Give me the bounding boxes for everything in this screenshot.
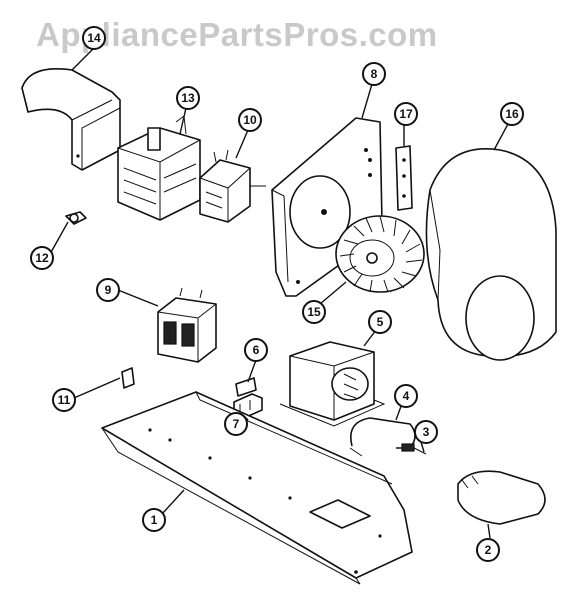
- callout-5[interactable]: 5: [368, 310, 392, 334]
- svg-text:10: 10: [243, 113, 257, 127]
- part-capacitor: [457, 470, 546, 525]
- svg-text:1: 1: [151, 513, 158, 527]
- callout-13[interactable]: 13: [176, 86, 200, 110]
- callout-15[interactable]: 15: [302, 300, 326, 324]
- callout-1[interactable]: 1: [142, 508, 166, 532]
- part-duct-cover: [21, 68, 121, 171]
- callout-17[interactable]: 17: [394, 102, 418, 126]
- part-blower-wheel: [335, 215, 425, 293]
- part-relay: [157, 287, 217, 363]
- svg-text:7: 7: [233, 417, 240, 431]
- callout-11[interactable]: 11: [52, 388, 76, 412]
- part-bracket: [395, 145, 413, 211]
- svg-text:13: 13: [181, 91, 195, 105]
- part-clip: [121, 367, 135, 389]
- callout-10[interactable]: 10: [238, 108, 262, 132]
- callout-8[interactable]: 8: [362, 62, 386, 86]
- part-transformer: [279, 341, 386, 427]
- part-terminal: [235, 377, 257, 397]
- svg-text:5: 5: [377, 315, 384, 329]
- part-capacitor-strap: [349, 417, 416, 457]
- svg-text:3: 3: [423, 425, 430, 439]
- part-base-plate: [101, 391, 413, 585]
- svg-text:12: 12: [35, 251, 49, 265]
- svg-text:6: 6: [253, 343, 260, 357]
- part-fan-motor: [199, 149, 266, 223]
- part-blower-housing: [425, 148, 557, 361]
- callout-9[interactable]: 9: [96, 278, 120, 302]
- callout-16[interactable]: 16: [500, 102, 524, 126]
- svg-text:14: 14: [87, 31, 101, 45]
- svg-text:4: 4: [403, 389, 410, 403]
- svg-text:15: 15: [307, 305, 321, 319]
- svg-text:9: 9: [105, 283, 112, 297]
- part-magnetron: [117, 115, 201, 221]
- callout-2[interactable]: 2: [476, 538, 500, 562]
- svg-text:8: 8: [371, 67, 378, 81]
- svg-text:16: 16: [505, 107, 519, 121]
- callout-14[interactable]: 14: [82, 26, 106, 50]
- callout-3[interactable]: 3: [414, 420, 438, 444]
- callout-4[interactable]: 4: [394, 384, 418, 408]
- svg-text:2: 2: [485, 543, 492, 557]
- callout-12[interactable]: 12: [30, 246, 54, 270]
- callout-6[interactable]: 6: [244, 338, 268, 362]
- svg-text:11: 11: [58, 393, 71, 407]
- svg-text:17: 17: [399, 107, 413, 121]
- part-diode: [401, 443, 427, 455]
- callout-7[interactable]: 7: [224, 412, 248, 436]
- part-thermal-switch: [65, 211, 87, 225]
